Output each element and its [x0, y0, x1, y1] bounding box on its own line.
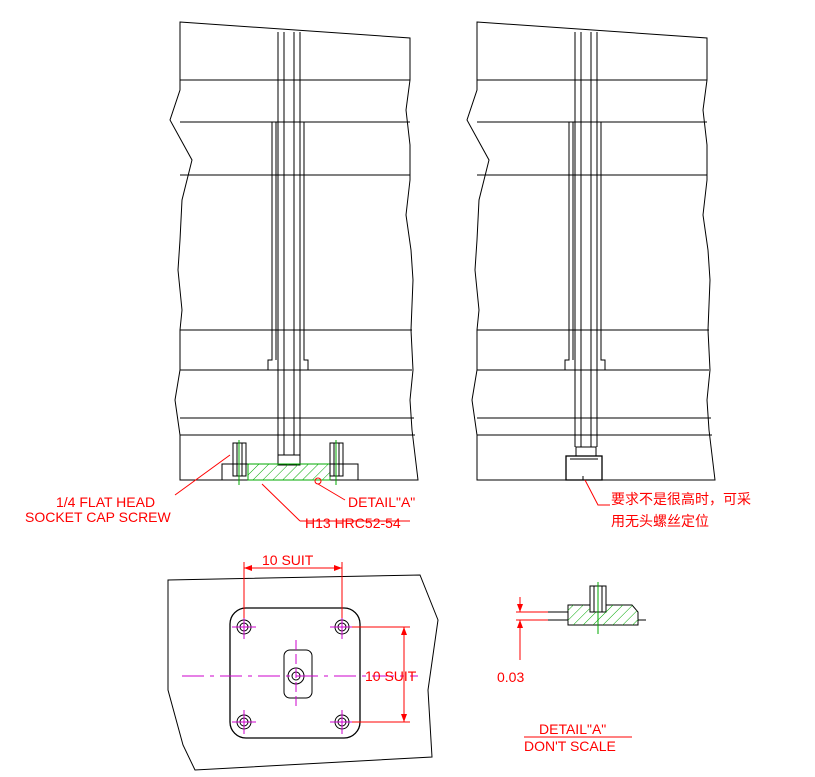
dimension-top-label: 10 SUIT: [262, 552, 314, 568]
note-line2: 用无头螺丝定位: [611, 513, 709, 529]
gap-dimension-label: 0.03: [497, 669, 524, 685]
left-view-leaders: [174, 454, 410, 522]
right-section-view: [466, 21, 716, 506]
dimension-right-label: 10 SUIT: [365, 668, 417, 684]
screw-label-line2: SOCKET CAP SCREW: [25, 509, 172, 525]
detail-title: DETAIL"A": [539, 721, 606, 737]
plan-dimensions: [243, 562, 410, 723]
detail-reference-label: DETAIL"A": [348, 494, 415, 510]
detail-scale-note: DON'T SCALE: [524, 738, 616, 754]
screw-label-line1: 1/4 FLAT HEAD: [56, 494, 155, 510]
note-line1: 要求不是很高时，可采: [611, 491, 751, 507]
detail-a-view: [516, 582, 646, 738]
left-section-view: [169, 21, 419, 485]
material-label: H13 HRC52-54: [305, 515, 401, 531]
plan-view: [167, 574, 439, 771]
